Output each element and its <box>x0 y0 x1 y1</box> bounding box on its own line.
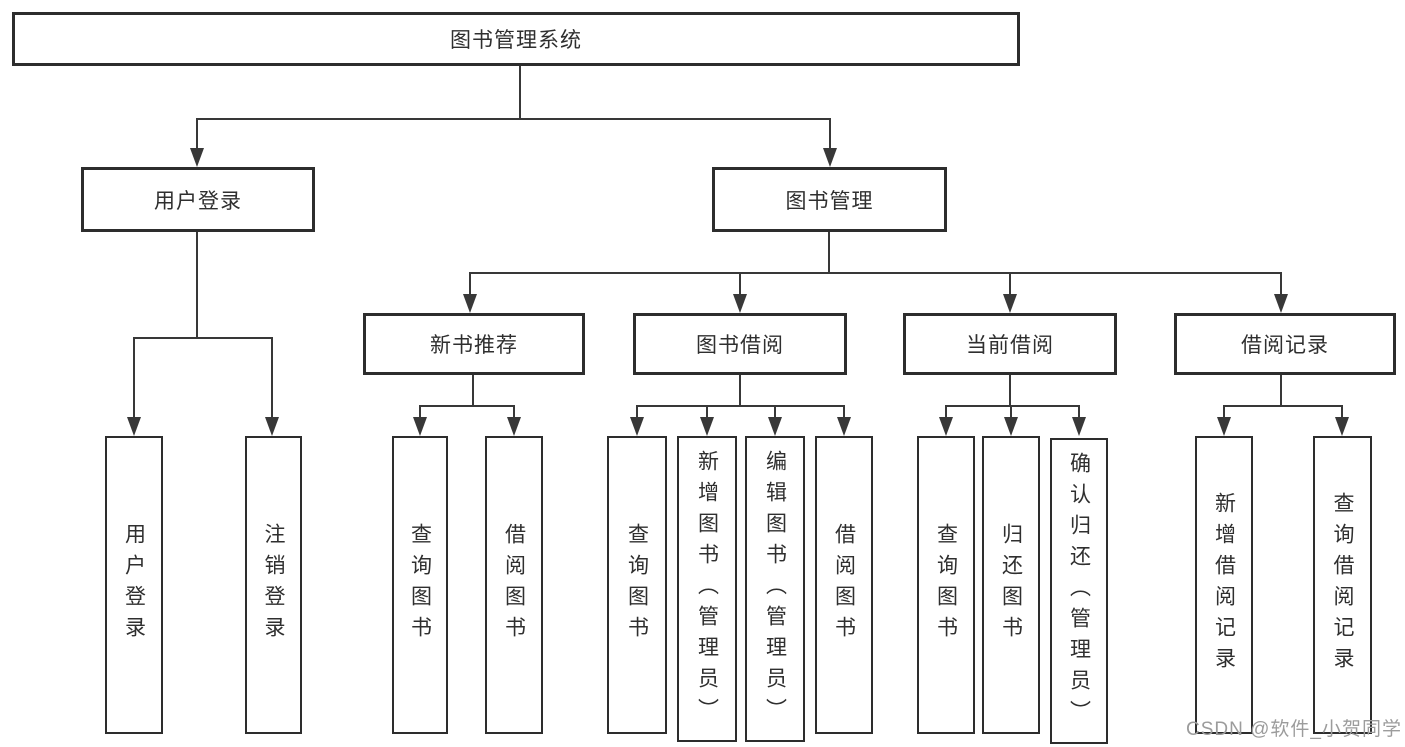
connector-line <box>829 118 831 152</box>
node-new-book-recommend: 新书推荐 <box>363 313 585 375</box>
arrowhead-down <box>413 417 427 436</box>
leaf-borrow-books-recommend: 借阅图书 <box>485 436 543 734</box>
leaf-user-login: 用户登录 <box>105 436 163 734</box>
leaf-query-books-current: 查询图书 <box>917 436 975 734</box>
leaf-borrow-books: 借阅图书 <box>815 436 873 734</box>
connector-line <box>774 405 776 420</box>
connector-line <box>420 405 515 407</box>
connector-line <box>419 405 421 420</box>
arrowhead-down <box>1072 417 1086 436</box>
arrowhead-down <box>265 417 279 436</box>
connector-line <box>133 337 135 420</box>
leaf-query-books-recommend: 查询图书 <box>392 436 448 734</box>
node-current-borrowing: 当前借阅 <box>903 313 1117 375</box>
csdn-watermark: CSDN @软件_小贺同学 <box>1186 719 1402 740</box>
connector-line <box>469 272 471 297</box>
node-user-login: 用户登录 <box>81 167 315 232</box>
arrowhead-down <box>1003 294 1017 313</box>
connector-line <box>1010 405 1012 420</box>
node-book-borrowing: 图书借阅 <box>633 313 847 375</box>
node-book-management: 图书管理 <box>712 167 947 232</box>
connector-line <box>134 337 273 339</box>
connector-line <box>519 66 521 118</box>
connector-line <box>636 405 638 420</box>
node-borrowing-records: 借阅记录 <box>1174 313 1396 375</box>
arrowhead-down <box>837 417 851 436</box>
arrowhead-down <box>700 417 714 436</box>
connector-line <box>1341 405 1343 420</box>
connector-line <box>470 272 1281 274</box>
connector-line <box>828 232 830 272</box>
connector-line <box>197 118 831 120</box>
connector-line <box>271 337 273 420</box>
connector-line <box>706 405 708 420</box>
arrowhead-down <box>1335 417 1349 436</box>
connector-line <box>472 375 474 405</box>
leaf-add-borrow-record: 新增借阅记录 <box>1195 436 1253 734</box>
connector-line <box>1009 375 1011 405</box>
leaf-edit-books-admin: 编辑图书（管理员） <box>745 436 805 742</box>
arrowhead-down <box>630 417 644 436</box>
arrowhead-down <box>507 417 521 436</box>
arrowhead-down <box>823 148 837 167</box>
connector-line <box>513 405 515 420</box>
leaf-return-books: 归还图书 <box>982 436 1040 734</box>
leaf-query-books-borrowing: 查询图书 <box>607 436 667 734</box>
connector-line <box>739 375 741 405</box>
arrowhead-down <box>127 417 141 436</box>
leaf-logout: 注销登录 <box>245 436 302 734</box>
connector-line <box>1078 405 1080 420</box>
connector-line <box>843 405 845 420</box>
arrowhead-down <box>1274 294 1288 313</box>
connector-line <box>196 232 198 337</box>
connector-line <box>946 405 1080 407</box>
connector-line <box>945 405 947 420</box>
arrowhead-down <box>1004 417 1018 436</box>
arrowhead-down <box>190 148 204 167</box>
connector-line <box>637 405 844 407</box>
connector-line <box>739 272 741 297</box>
connector-line <box>1280 375 1282 405</box>
arrowhead-down <box>768 417 782 436</box>
leaf-confirm-return-admin: 确认归还（管理员） <box>1050 438 1108 744</box>
leaf-add-books-admin: 新增图书（管理员） <box>677 436 737 742</box>
node-library-system: 图书管理系统 <box>12 12 1020 66</box>
connector-line <box>1280 272 1282 297</box>
arrowhead-down <box>939 417 953 436</box>
arrowhead-down <box>1217 417 1231 436</box>
arrowhead-down <box>733 294 747 313</box>
connector-line <box>1224 405 1342 407</box>
connector-line <box>1223 405 1225 420</box>
leaf-query-borrow-record: 查询借阅记录 <box>1313 436 1372 734</box>
connector-line <box>1009 272 1011 297</box>
arrowhead-down <box>463 294 477 313</box>
connector-line <box>196 118 198 152</box>
